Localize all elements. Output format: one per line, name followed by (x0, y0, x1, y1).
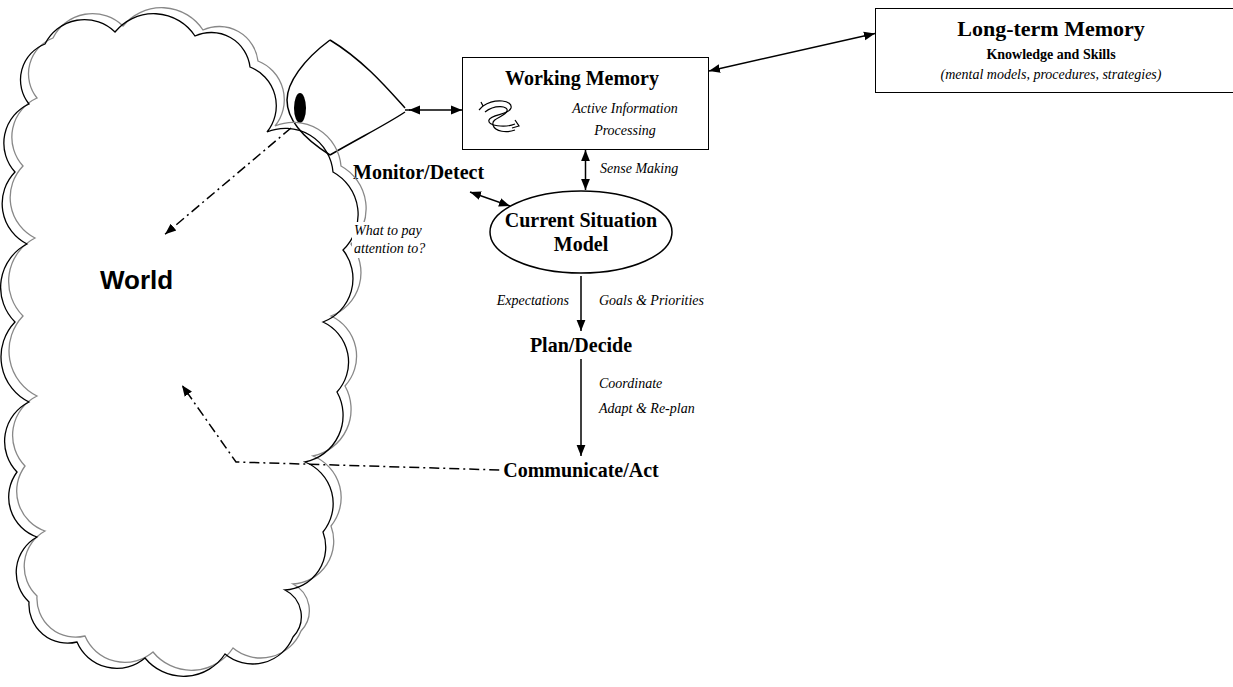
node-title: Current Situation Model (496, 208, 666, 256)
ellipse-shape (489, 190, 673, 274)
swirl-icon (479, 101, 519, 132)
cloud-outline (1, 14, 358, 677)
edge-label: Sense Making (598, 160, 712, 178)
node-title: Working Memory (463, 66, 701, 90)
situation-ellipse-outline (490, 191, 672, 273)
flow-note: Coordinate (597, 375, 711, 393)
flow-arrow (580, 359, 582, 456)
flow-note: Goals & Priorities (597, 292, 731, 310)
swirl-arrow-tip (479, 102, 519, 128)
flow-arrow (709, 34, 875, 71)
flow-arrow (470, 192, 510, 206)
flow-arrow (409, 109, 462, 111)
flow-arrow (585, 150, 587, 190)
eye-outline (287, 40, 410, 155)
flow-note: Expectations (480, 292, 571, 310)
swirl-curve (485, 107, 515, 132)
step-label: Communicate/Act (503, 458, 659, 482)
flow-arrow (580, 276, 582, 331)
node-title: Monitor/Detect (353, 160, 508, 184)
node-body: Knowledge and Skills (876, 46, 1226, 64)
node-body: (mental models, procedures, strategies) (876, 66, 1226, 84)
node-title: World (100, 265, 210, 295)
action-arrow (165, 128, 291, 234)
cloud-shape (5, 22, 350, 667)
step-text: Communicate/Act (503, 458, 659, 482)
edge-label: What to pay attention to? (352, 222, 461, 258)
process-box: Working MemoryActive Information Process… (462, 57, 709, 150)
node-body: Active Information Processing (555, 98, 695, 142)
cloud-shadow-outline (9, 8, 366, 671)
situation-ellipse: Current Situation Model (489, 190, 673, 274)
memory-box: Long-term MemoryKnowledge and Skills (men… (875, 8, 1233, 93)
action-arrow (182, 385, 499, 470)
node-title: Long-term Memory (876, 16, 1226, 42)
eye-pupil (294, 93, 306, 123)
flow-note: Adapt & Re-plan (597, 400, 731, 418)
step-text: Plan/Decide (530, 333, 632, 357)
step-label: Plan/Decide (530, 333, 632, 357)
eye-node: Monitor/Detect (283, 38, 508, 188)
world-cloud: World (5, 22, 350, 667)
swirl-curve (483, 101, 515, 126)
